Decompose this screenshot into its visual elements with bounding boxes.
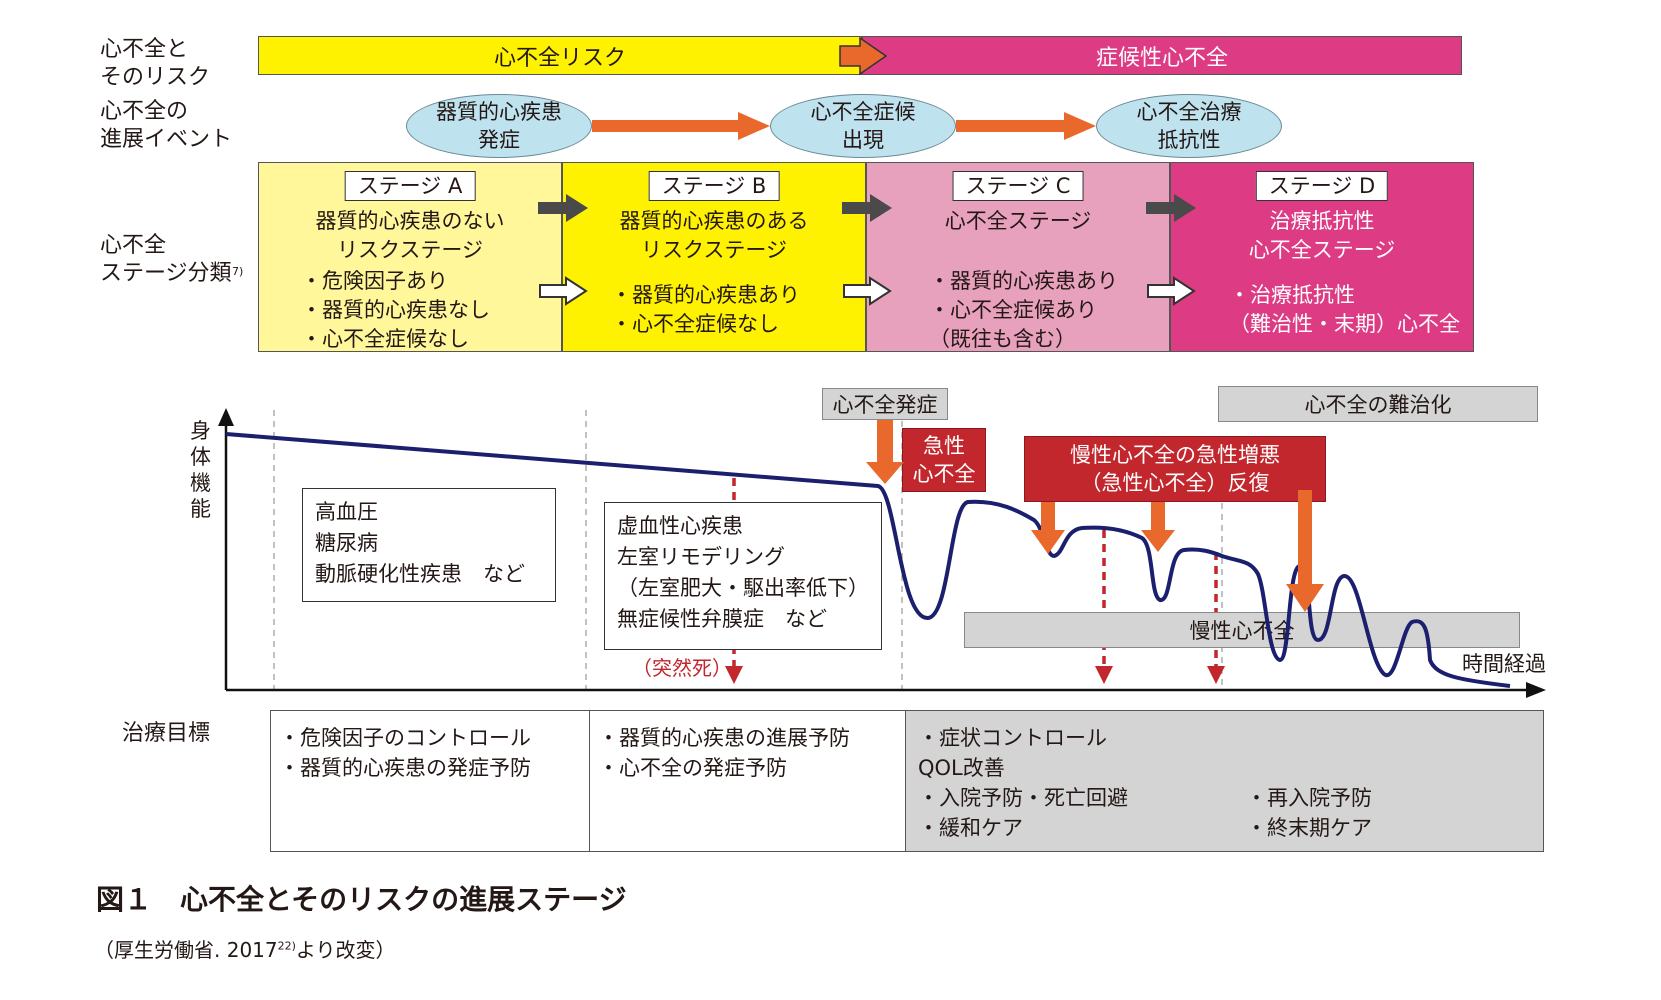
label-stage-text: 心不全 ステージ分類 <box>100 233 232 286</box>
figure-source-text: （厚生労働省. 2017 <box>94 938 278 962</box>
y-axis-label: 身 体 機 能 <box>190 419 211 521</box>
figure-source-tail: より改変） <box>295 938 396 962</box>
stage-d-title: 治療抵抗性 心不全ステージ <box>1248 209 1396 262</box>
event-arrow-2-icon <box>956 112 1096 140</box>
goals-a-text: ・危険因子のコントロール ・器質的心疾患の発症予防 <box>279 726 531 780</box>
stage-b-box: ステージ B 器質的心疾患のある リスクステージ ・器質的心疾患あり ・心不全症… <box>562 162 866 352</box>
y-axis-arrowhead <box>218 408 234 426</box>
stage-c-tag: ステージ C <box>952 171 1084 201</box>
sudden-death-head-1 <box>725 666 743 684</box>
stage-b-tag: ステージ B <box>648 171 780 201</box>
exacerbation-arrow-1-icon <box>1031 502 1065 554</box>
risk-factors-box: 高血圧 糖尿病 動脈硬化性疾患 など <box>302 488 556 602</box>
figure-source-ref: 22) <box>277 939 296 953</box>
goals-a-cell: ・危険因子のコントロール ・器質的心疾患の発症予防 <box>270 710 590 852</box>
stage-c-title: 心不全ステージ <box>944 209 1092 233</box>
refractory-label: 心不全の難治化 <box>1218 386 1538 422</box>
stage-d-box: ステージ D 治療抵抗性 心不全ステージ ・治療抵抗性 （難治性・末期）心不全 <box>1170 162 1474 352</box>
onset-label: 心不全発症 <box>822 388 948 420</box>
label-events: 心不全の 進展イベント <box>100 99 233 152</box>
stage-ab-outline-arrow-icon <box>539 276 588 306</box>
label-risk: 心不全と そのリスク <box>100 37 211 90</box>
risk-bar-right: 症候性心不全 <box>862 36 1462 75</box>
event-arrow-1-icon <box>592 112 770 140</box>
goals-b-text: ・器質的心疾患の進展予防 ・心不全の発症予防 <box>598 726 850 780</box>
label-stage-ref: 7) <box>232 265 244 278</box>
goals-cd-left: ・症状コントロール QOL改善 ・入院予防・死亡回避 ・緩和ケア <box>918 726 1128 840</box>
goals-cd-right: ・再入院予防 ・終末期ケア <box>1246 786 1372 840</box>
acute-hf-label: 急性 心不全 <box>902 428 986 492</box>
sudden-death-head-2 <box>1095 666 1113 684</box>
event-structural-disease: 器質的心疾患 発症 <box>406 94 592 158</box>
x-axis-arrowhead <box>1526 682 1546 698</box>
stage-cd-arrow-icon <box>1146 194 1196 222</box>
stage-b-title: 器質的心疾患のある リスクステージ <box>619 209 809 262</box>
stage-a-items: ・危険因子あり ・器質的心疾患なし ・心不全症候なし <box>301 269 490 351</box>
goals-b-cell: ・器質的心疾患の進展予防 ・心不全の発症予防 <box>590 710 906 852</box>
x-axis-label: 時間経過 <box>1462 652 1546 676</box>
stage-a-title: 器質的心疾患のない リスクステージ <box>315 209 505 262</box>
figure-source: （厚生労働省. 201722)より改変） <box>94 934 396 963</box>
sudden-death-head-3 <box>1207 666 1225 684</box>
label-goals: 治療目標 <box>122 721 211 746</box>
stage-bc-arrow-icon <box>842 194 892 222</box>
stage-b-items: ・器質的心疾患あり ・心不全症候なし <box>611 283 800 336</box>
structural-disease-box: 虚血性心疾患 左室リモデリング （左室肥大・駆出率低下） 無症候性弁膜症 など <box>604 502 882 650</box>
stage-d-items: ・治療抵抗性 （難治性・末期）心不全 <box>1229 283 1460 336</box>
stage-d-tag: ステージ D <box>1255 171 1389 201</box>
stage-bc-outline-arrow-icon <box>843 276 892 306</box>
physical-function-curve <box>225 432 1511 688</box>
event-symptom-onset: 心不全症候 出現 <box>770 94 956 158</box>
sudden-death-label: （突然死） <box>632 656 732 680</box>
stage-a-box: ステージ A 器質的心疾患のない リスクステージ ・危険因子あり ・器質的心疾患… <box>258 162 562 352</box>
stage-c-items: ・器質的心疾患あり ・心不全症候あり （既往も含む） <box>929 269 1118 351</box>
stage-a-tag: ステージ A <box>344 171 476 201</box>
stage-c-box: ステージ C 心不全ステージ ・器質的心疾患あり ・心不全症候あり （既往も含む… <box>866 162 1170 352</box>
event-treatment-resistance: 心不全治療 抵抗性 <box>1096 94 1282 158</box>
stage-cd-outline-arrow-icon <box>1147 276 1196 306</box>
risk-bar-left: 心不全リスク <box>258 36 862 75</box>
exacerbation-arrow-3-icon <box>1286 490 1324 612</box>
figure-title: 図１ 心不全とそのリスクの進展ステージ <box>96 883 627 916</box>
stage-ab-arrow-icon <box>538 194 588 222</box>
onset-arrow-icon <box>866 420 904 484</box>
risk-transition-arrow-icon <box>839 36 888 76</box>
exacerbation-label: 慢性心不全の急性増悪 （急性心不全）反復 <box>1024 436 1326 502</box>
exacerbation-arrow-2-icon <box>1141 502 1175 552</box>
goals-cd-cell: ・症状コントロール QOL改善 ・入院予防・死亡回避 ・緩和ケア ・再入院予防 … <box>906 710 1544 852</box>
